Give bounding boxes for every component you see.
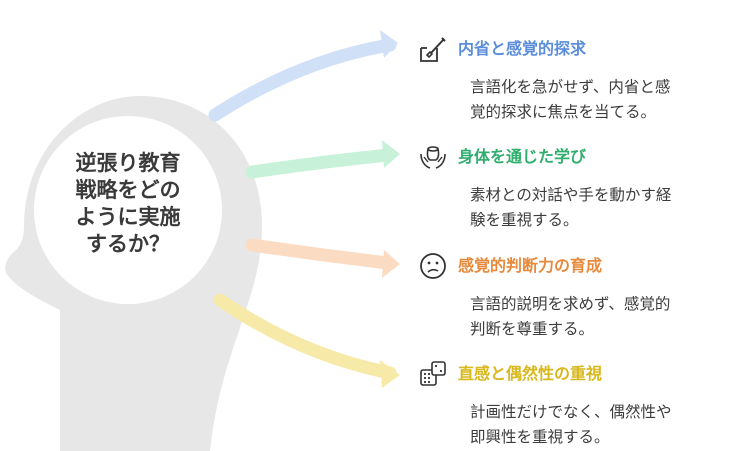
item-embodied-learning: 身体を通じた学び 素材との対話や手を動かす経 験を重視する。 xyxy=(418,142,738,233)
center-circle xyxy=(34,116,222,304)
desc-line: 即興性を重視する。 xyxy=(470,428,610,446)
arrow-1-head xyxy=(380,30,398,58)
center-line: するか？ xyxy=(86,232,170,256)
item-title: 身体を通じた学び xyxy=(458,147,587,166)
desc-line: 判断を尊重する。 xyxy=(470,320,595,338)
desc-line: 計画性だけでなく、偶然性や xyxy=(470,403,672,421)
arrow-4 xyxy=(213,293,397,380)
arrow-2 xyxy=(245,148,395,179)
desc-line: 験を重視する。 xyxy=(470,211,579,229)
dice-icon xyxy=(420,361,446,386)
item-sensory-judgment: 感覚的判断力の育成 言語的説明を求めず、感覚的 判断を尊重する。 xyxy=(418,251,738,342)
arrow-3 xyxy=(245,238,395,270)
center-question: 逆張り教育 戦略をどの ように実施 するか？ xyxy=(58,150,198,258)
arrow-3-head xyxy=(382,250,400,278)
item-description: 言語化を急がせず、内省と感 覚的探求に焦点を当てる。 xyxy=(470,75,738,125)
arrow-2-head xyxy=(382,140,400,168)
item-description: 言語的説明を求めず、感覚的 判断を尊重する。 xyxy=(470,292,738,342)
center-line: ように実施 xyxy=(75,205,181,229)
item-title: 直感と偶然性の重視 xyxy=(458,364,603,383)
item-description: 素材との対話や手を動かす経 験を重視する。 xyxy=(470,183,738,233)
center-line: 逆張り教育 xyxy=(75,151,181,175)
desc-line: 言語化を急がせず、内省と感 xyxy=(470,78,671,96)
item-description: 計画性だけでなく、偶然性や 即興性を重視する。 xyxy=(470,400,738,450)
item-title: 内省と感覚的探求 xyxy=(458,39,587,58)
arrow-4-head xyxy=(380,360,400,388)
paintbrush-icon xyxy=(420,37,446,62)
desc-line: 言語的説明を求めず、感覚的 xyxy=(470,295,671,313)
item-intuition-chance: 直感と偶然性の重視 計画性だけでなく、偶然性や 即興性を重視する。 xyxy=(418,359,738,450)
hands-with-pot-icon xyxy=(420,146,446,169)
item-title: 感覚的判断力の育成 xyxy=(458,256,603,275)
desc-line: 覚的探求に焦点を当てる。 xyxy=(470,103,657,121)
item-reflection: 内省と感覚的探求 言語化を急がせず、内省と感 覚的探求に焦点を当てる。 xyxy=(418,34,738,125)
arrow-1 xyxy=(208,38,397,122)
confused-face-icon xyxy=(420,253,446,279)
center-line: 戦略をどの xyxy=(75,178,181,202)
desc-line: 素材との対話や手を動かす経 xyxy=(470,186,672,204)
